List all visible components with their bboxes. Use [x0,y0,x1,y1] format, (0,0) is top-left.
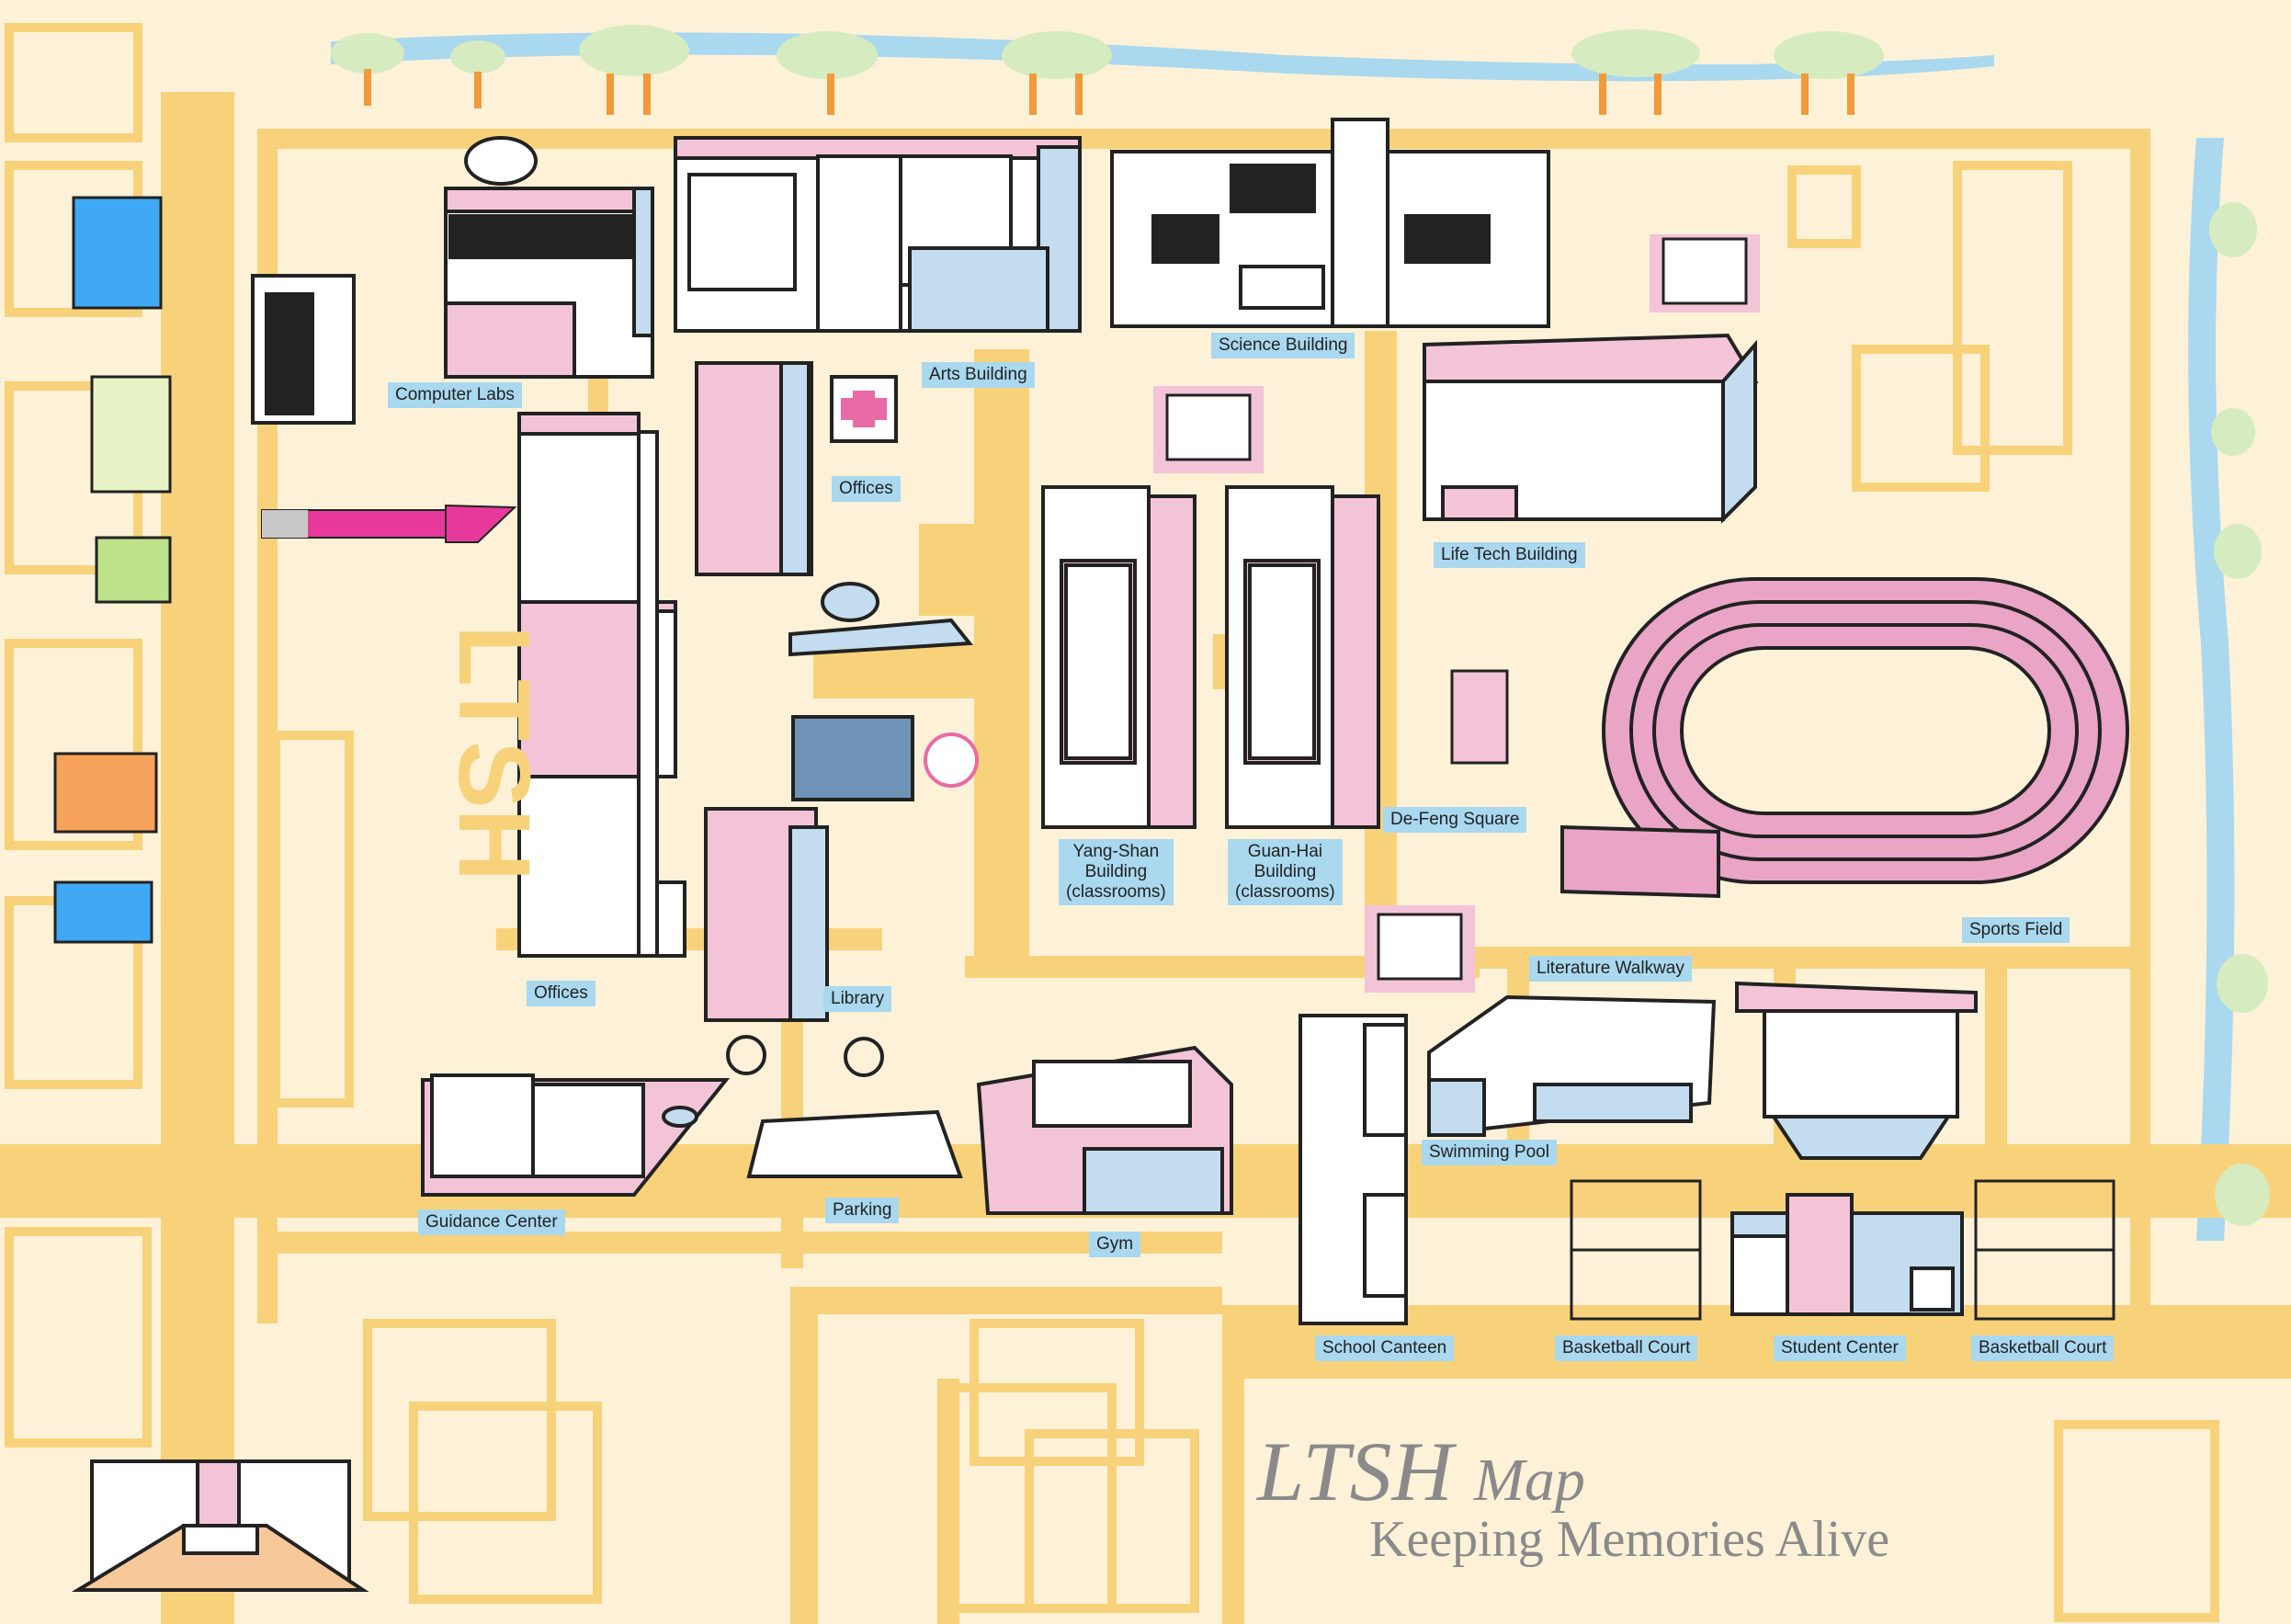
label-sports-field[interactable]: Sports Field [1962,917,2070,943]
menu-board-icon [1365,905,1475,993]
label-arts-building[interactable]: Arts Building [922,362,1035,388]
label-life-tech-building[interactable]: Life Tech Building [1434,542,1585,568]
activity-building [1735,981,1978,1160]
swimming-pool-building [1427,994,1717,1138]
gate-building [251,274,356,425]
map-title-suffix: Map [1473,1447,1585,1514]
label-guidance-center[interactable]: Guidance Center [418,1209,565,1235]
trees-top [331,25,1884,115]
pen-illustration [261,504,517,543]
stores-left [53,196,172,944]
label-parking[interactable]: Parking [825,1198,900,1223]
de-feng-sculpture [1450,669,1509,765]
running-track [1560,577,2129,899]
yang-shan-building [1041,485,1197,829]
label-guan-hai-building[interactable]: Guan-Hai Building (classrooms) [1228,839,1343,905]
label-gym[interactable]: Gym [1089,1232,1141,1257]
label-offices-small[interactable]: Offices [832,476,901,502]
parking-structure [726,1035,963,1178]
guidance-center-building [421,1073,731,1197]
guan-hai-building [1225,485,1380,829]
campus-watermark: LTSH [437,625,550,881]
label-literature-walkway[interactable]: Literature Walkway [1529,956,1692,982]
river-top [331,32,1994,82]
science-building [1110,118,1550,328]
label-student-center[interactable]: Student Center [1774,1335,1906,1361]
offices-small-building [695,361,898,576]
life-tech-building [1423,333,1759,524]
pond [788,582,973,657]
ecology-board [791,715,979,801]
cafe-icon [1153,386,1264,473]
label-library[interactable]: Library [823,986,892,1012]
surrounding-buildings [5,23,2219,1622]
basketball-court-1-drawing [1570,1179,1702,1321]
label-swimming-pool[interactable]: Swimming Pool [1422,1140,1557,1165]
offices-tower-building [517,412,686,958]
label-science-building[interactable]: Science Building [1211,333,1355,358]
label-computer-labs[interactable]: Computer Labs [388,382,522,408]
arts-building [674,136,1082,333]
label-basketball-court-2[interactable]: Basketball Court [1971,1335,2115,1361]
map-title: LTSH Map [1257,1423,1585,1520]
gym-building [976,1045,1233,1215]
map-subtitle: Keeping Memories Alive [1369,1511,1890,1568]
student-center-building [1730,1193,1964,1316]
map-title-main: LTSH [1257,1425,1453,1518]
label-basketball-court-1[interactable]: Basketball Court [1555,1335,1698,1361]
computer-labs-building [444,136,654,379]
school-canteen-building [1299,1014,1408,1325]
label-yang-shan-building[interactable]: Yang-Shan Building (classrooms) [1059,839,1174,905]
library-building [704,807,829,1022]
main-gate-building [71,1459,369,1592]
vending-machine-icon [1650,234,1760,312]
label-de-feng-square[interactable]: De-Feng Square [1383,807,1527,833]
label-school-canteen[interactable]: School Canteen [1315,1335,1455,1361]
label-offices-tower[interactable]: Offices [527,981,595,1006]
trees-right [2209,202,2270,1226]
basketball-court-2-drawing [1974,1179,2115,1321]
